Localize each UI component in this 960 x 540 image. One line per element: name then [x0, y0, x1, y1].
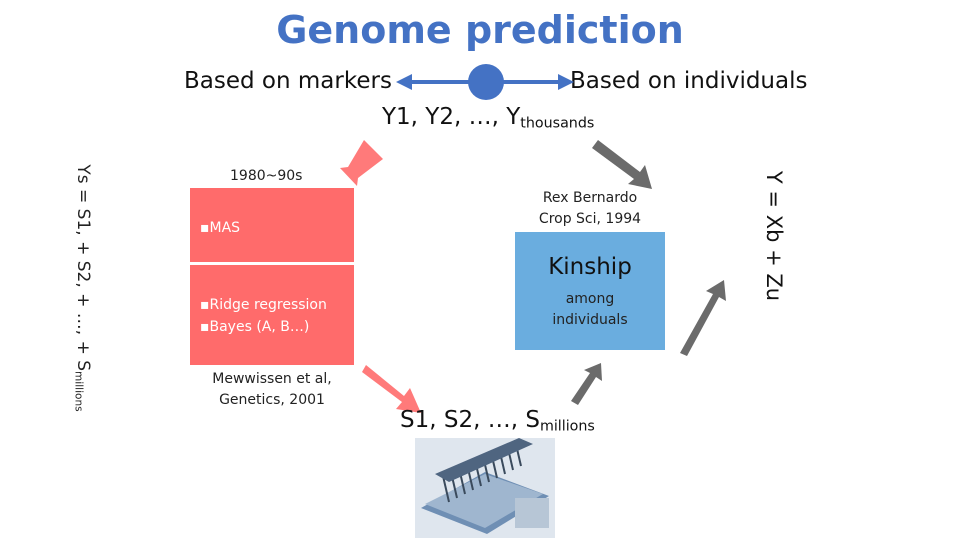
- genotyping-chip-icon: [415, 438, 555, 538]
- kinship-line1: among: [565, 291, 615, 307]
- based-on-individuals-label: Based on individuals: [570, 68, 808, 94]
- page-title: Genome prediction: [276, 8, 684, 52]
- mixed-model-equation: Y = Xb + Zu: [762, 170, 786, 302]
- based-on-markers-label: Based on markers: [184, 68, 392, 94]
- axis-slider-knob: [468, 64, 504, 100]
- kinship-line2: individuals: [552, 312, 628, 328]
- citation-left-line2: Genetics, 2001: [219, 392, 325, 408]
- marker-methods-box-top: ▪MAS: [190, 188, 354, 262]
- kinship-box: Kinship among individuals: [515, 232, 665, 350]
- era-label: 1980~90s: [230, 168, 303, 184]
- axis-arrow-graphic: [396, 64, 574, 100]
- arrow-red-upper: [340, 140, 383, 186]
- ridge-regression-label: ▪Ridge regression: [200, 297, 327, 313]
- marker-model-equation: Ys = S1, + S2, + …, + Smillions: [72, 164, 93, 412]
- citation-right-line1: Rex Bernardo: [542, 190, 638, 206]
- axis-arrowhead-right: [558, 74, 574, 90]
- markers-label: S1, S2, …, Smillions: [400, 407, 595, 435]
- citation-bernardo: Rex Bernardo Crop Sci, 1994: [520, 188, 660, 230]
- marker-methods-box-bottom: ▪Ridge regression ▪Bayes (A, B…): [190, 265, 354, 365]
- mas-method-label: ▪MAS: [200, 220, 241, 236]
- kinship-title: Kinship: [548, 254, 632, 280]
- arrow-gray-right: [680, 280, 726, 356]
- kinship-subtitle: among individuals: [515, 289, 665, 331]
- arrow-red-lower: [362, 365, 421, 413]
- bayes-label: ▪Bayes (A, B…): [200, 319, 310, 335]
- citation-meuwissen: Mewwissen et al, Genetics, 2001: [196, 369, 348, 411]
- citation-right-line2: Crop Sci, 1994: [538, 211, 642, 227]
- phenotypes-label: Y1, Y2, …, Ythousands: [382, 104, 595, 132]
- arrow-gray-lower: [571, 363, 602, 405]
- citation-left-line1: Mewwissen et al,: [212, 371, 332, 387]
- arrow-gray-upper: [592, 140, 652, 189]
- axis-arrowhead-left: [396, 74, 412, 90]
